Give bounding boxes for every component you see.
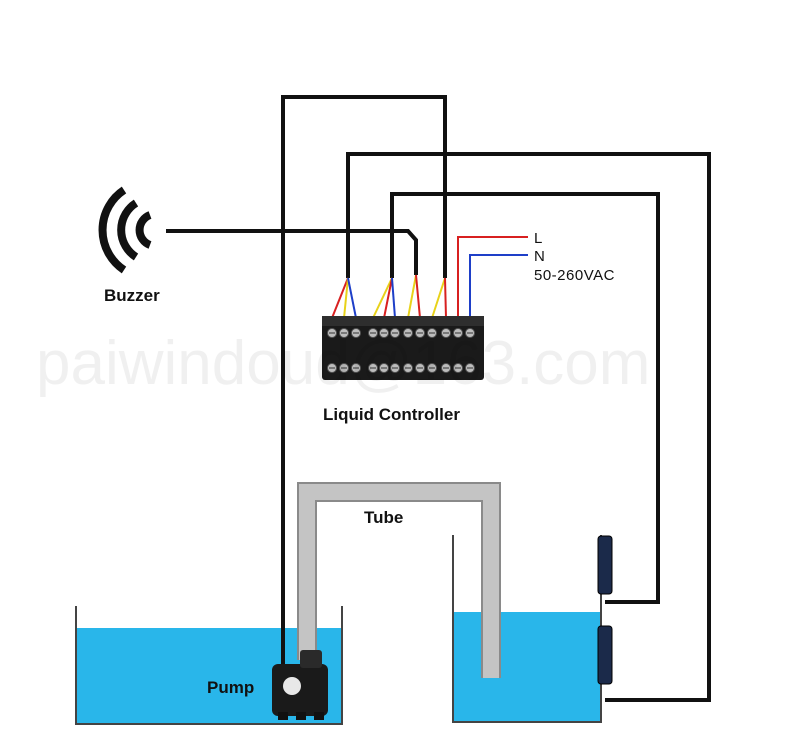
pump-label: Pump <box>207 678 254 697</box>
liquid-controller <box>322 316 484 380</box>
terminal-screws-bottom <box>327 363 475 373</box>
supply-voltage-label: 50-260VAC <box>534 267 615 284</box>
main-wires <box>166 95 711 702</box>
level-probes <box>597 535 613 685</box>
wire-neutral <box>469 254 528 316</box>
pump <box>272 650 328 720</box>
pump-outlet <box>300 650 322 668</box>
buzzer-label: Buzzer <box>104 286 160 305</box>
watermark: paiwindoud@163.com <box>36 329 650 398</box>
right-tank-water <box>453 612 601 722</box>
terminal-screws-top <box>327 328 475 338</box>
wire-live <box>457 236 528 316</box>
wire-probe-high <box>390 192 660 604</box>
controller-label: Liquid Controller <box>323 405 460 424</box>
wire-probe-low <box>346 152 711 702</box>
terminal-fan-wires <box>331 274 447 319</box>
sound-waves-icon <box>98 186 152 274</box>
tube-label: Tube <box>364 508 403 527</box>
right-tank <box>452 535 602 723</box>
left-tank-wall <box>75 606 343 725</box>
supply-wires <box>457 236 528 316</box>
tube <box>297 482 501 678</box>
probe-high <box>597 535 613 595</box>
wire-buzzer <box>166 229 418 275</box>
pump-indicator <box>283 677 301 695</box>
probe-low <box>597 625 613 685</box>
line-n-label: N <box>534 248 545 265</box>
line-l-label: L <box>534 230 543 247</box>
wire-pump <box>281 95 447 668</box>
